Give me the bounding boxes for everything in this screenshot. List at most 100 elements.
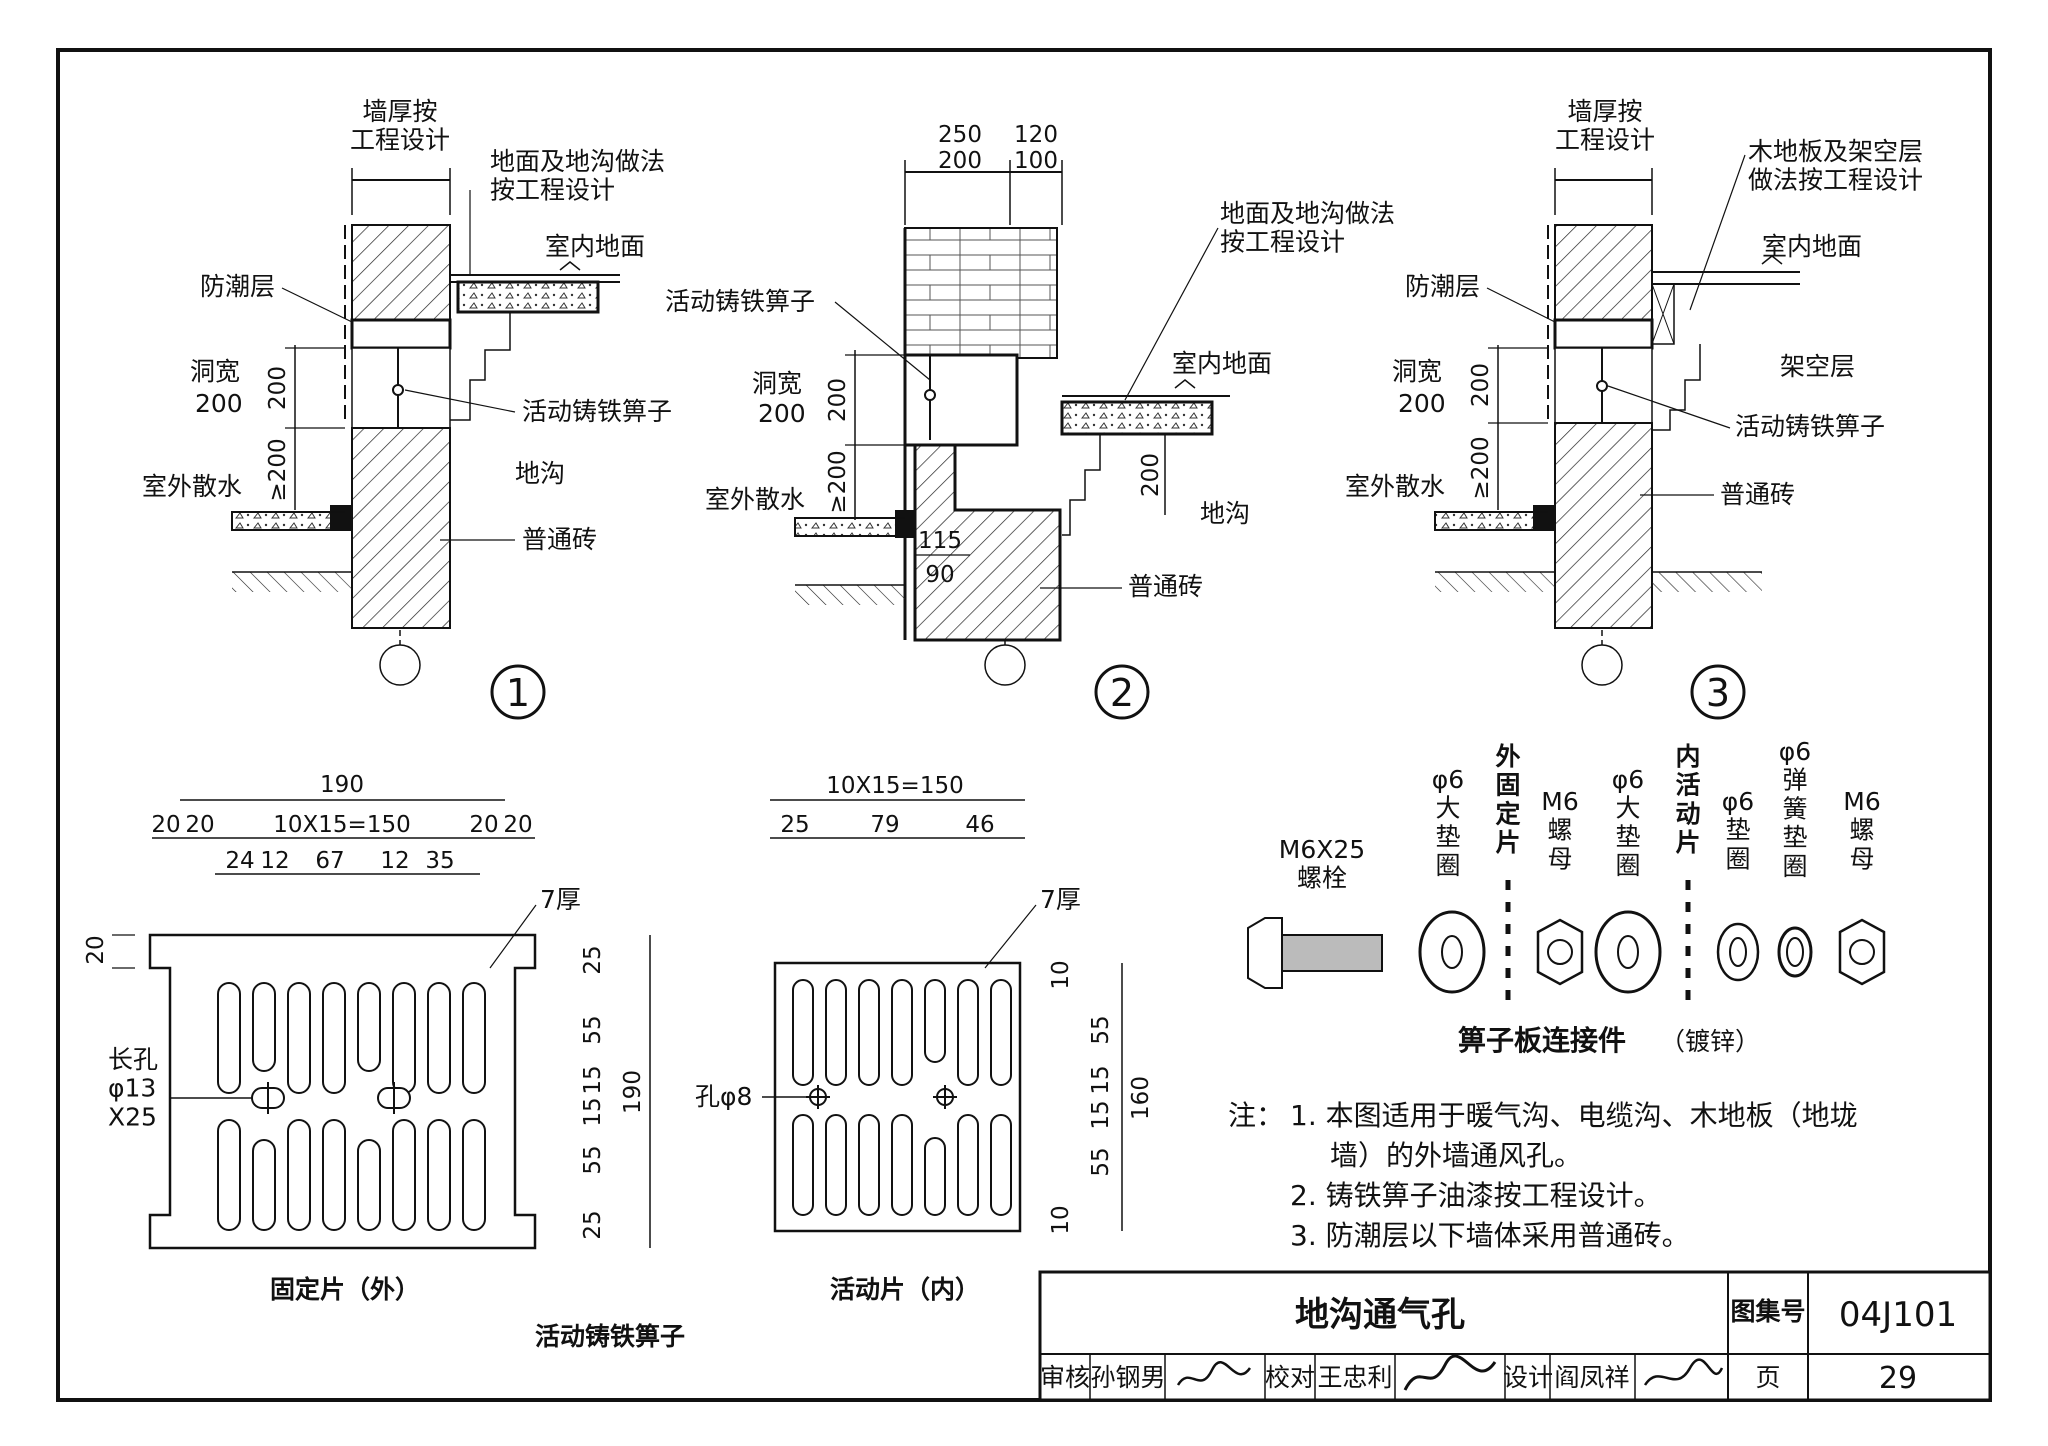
- mp-holes: [806, 1085, 957, 1109]
- tb-review-signature: [1176, 1361, 1252, 1386]
- mp-vdim-10a: 10: [1048, 960, 1074, 989]
- fp-vdim-15b: 15: [580, 1097, 606, 1126]
- fixed-plate: 190 20 20 10X15=150 20 20 24 12 67 12 35…: [83, 772, 651, 1304]
- sheet-border: [56, 48, 1992, 1402]
- d1-opening-value: 200: [195, 389, 243, 418]
- d2-dim-115: 115: [918, 528, 962, 554]
- tb-atlas-label: 图集号: [1730, 1297, 1805, 1326]
- fp-dim-12b: 12: [380, 848, 409, 874]
- d3-dpc-layer: [1553, 318, 1654, 350]
- d1-brick: 普通砖: [522, 525, 597, 554]
- tb-signature-row: 审核 孙钢男 校对 王忠利 设计 阎凤祥 页 29: [1040, 1354, 1917, 1400]
- tb-page-no: 29: [1879, 1361, 1917, 1396]
- detail-1: 墙厚按工程设计 200 ≥200 地面及地沟做法按工程设: [142, 97, 672, 720]
- fp-dim-35: 35: [425, 848, 454, 874]
- bolt-icon: [1247, 917, 1383, 989]
- fp-vdim-55a: 55: [580, 1015, 606, 1044]
- d1-dim-200: 200: [265, 366, 291, 410]
- d3-outdoor-apron: 室外散水: [1345, 472, 1445, 501]
- title-block: 地沟通气孔 图集号 04J101 审核 孙钢男 校对 王忠利 设计 阎凤祥 页 …: [1038, 1270, 1992, 1402]
- fp-dim-67: 67: [315, 848, 344, 874]
- d3-grate-label: 活动铸铁箅子: [1735, 412, 1885, 441]
- d2-brick: 普通砖: [1128, 572, 1203, 601]
- d3-indoor-floor: 室内地面: [1762, 232, 1862, 261]
- movable-plate: 10X15=150 25 79 46: [695, 773, 1154, 1304]
- d3-dim-ge200: ≥200: [1468, 436, 1494, 499]
- d3-opening-value: 200: [1398, 389, 1446, 418]
- tb-review-label: 审核: [1040, 1363, 1090, 1392]
- fp-vdim-total: 190: [620, 1070, 646, 1114]
- tb-design-label: 设计: [1503, 1363, 1553, 1392]
- fp-thickness: 7厚: [540, 885, 581, 914]
- d1-number-circle: 1: [490, 664, 546, 720]
- tb-check-signature: [1403, 1354, 1497, 1391]
- hw-inner-moving: 内活动片: [1675, 742, 1700, 857]
- d2-dim-trench-200: 200: [1138, 453, 1164, 497]
- d1-dim-ge200: ≥200: [265, 438, 291, 501]
- mp-dim-150: 10X15=150: [826, 773, 963, 799]
- mp-caption: 活动片（内）: [830, 1275, 980, 1304]
- tb-design-name: 阎凤祥: [1554, 1363, 1629, 1392]
- d2-dim-100: 100: [1014, 148, 1058, 174]
- washer-big-icon: [1418, 910, 1486, 994]
- note-line-1: 1. 本图适用于暖气沟、电缆沟、木地板（地垅: [1290, 1099, 1858, 1132]
- tb-check-name: 王忠利: [1317, 1363, 1392, 1392]
- note-line-2: 墙）的外墙通风孔。: [1330, 1139, 1582, 1172]
- fp-dim-20a: 20: [151, 812, 180, 838]
- fp-vdim-15a: 15: [580, 1065, 606, 1094]
- fp-caption: 固定片（外）: [270, 1275, 420, 1304]
- d1-floor-note: 地面及地沟做法按工程设计: [490, 147, 665, 205]
- d1-grate-label: 活动铸铁箅子: [522, 397, 672, 426]
- tb-atlas-no: 04J101: [1839, 1295, 1957, 1335]
- grate-caption: 活动铸铁箅子: [535, 1322, 685, 1351]
- d1-dpc-layer: [350, 318, 452, 350]
- note-line-3: 2. 铸铁箅子油漆按工程设计。: [1290, 1179, 1662, 1212]
- d2-number: 2: [1110, 671, 1134, 715]
- detail-3: 墙厚按工程设计 200 ≥200 木地板及架空层做法按工程设计 室内地面: [1345, 97, 1923, 720]
- detail-2: 250 200 120 100 200 ≥200 200: [665, 122, 1395, 720]
- notes: 注： 1. 本图适用于暖气沟、电缆沟、木地板（地垅 墙）的外墙通风孔。 2. 铸…: [1228, 1099, 1858, 1252]
- notes-prefix: 注：: [1228, 1099, 1284, 1132]
- d1-opening-label: 洞宽: [190, 357, 240, 386]
- mp-vdim-15a: 15: [1088, 1065, 1114, 1094]
- d2-dim-v200: 200: [825, 378, 851, 422]
- tb-design-signature: [1643, 1358, 1724, 1386]
- d3-dpc-label: 防潮层: [1405, 272, 1480, 301]
- d1-wall-thickness: 墙厚按工程设计: [350, 97, 450, 155]
- tb-review-name: 孙钢男: [1090, 1363, 1165, 1392]
- fp-dim-24: 24: [225, 848, 254, 874]
- d2-opening-label: 洞宽: [752, 369, 802, 398]
- fp-vdim-25b: 25: [580, 1210, 606, 1239]
- d1-dpc-label: 防潮层: [200, 272, 275, 301]
- tb-title: 地沟通气孔: [1295, 1295, 1465, 1335]
- d2-dim-ge200: ≥200: [825, 450, 851, 513]
- d2-grate-label: 活动铸铁箅子: [665, 287, 815, 316]
- mp-dim-46: 46: [965, 812, 994, 838]
- tb-check-label: 校对: [1265, 1363, 1315, 1392]
- fp-plate-body: [148, 933, 537, 1250]
- fp-vdim-55b: 55: [580, 1145, 606, 1174]
- d3-raised-layer: 架空层: [1780, 352, 1855, 381]
- hw-caption-main: 箅子板连接件: [1458, 1024, 1626, 1057]
- fp-dim-20b: 20: [185, 812, 214, 838]
- d1-number: 1: [506, 671, 530, 715]
- d2-number-circle: 2: [1094, 664, 1150, 720]
- d1-outdoor-apron: 室外散水: [142, 472, 242, 501]
- d2-indoor-floor: 室内地面: [1172, 349, 1272, 378]
- d2-dim-200: 200: [938, 148, 982, 174]
- d1-trench: 地沟: [515, 459, 565, 488]
- d2-opening-value: 200: [758, 399, 806, 428]
- fp-dim-190: 190: [320, 772, 364, 798]
- mp-dim-25: 25: [780, 812, 809, 838]
- fp-vdim-25a: 25: [580, 945, 606, 974]
- washer-big-icon-2: [1594, 910, 1662, 994]
- d3-brick: 普通砖: [1720, 480, 1795, 509]
